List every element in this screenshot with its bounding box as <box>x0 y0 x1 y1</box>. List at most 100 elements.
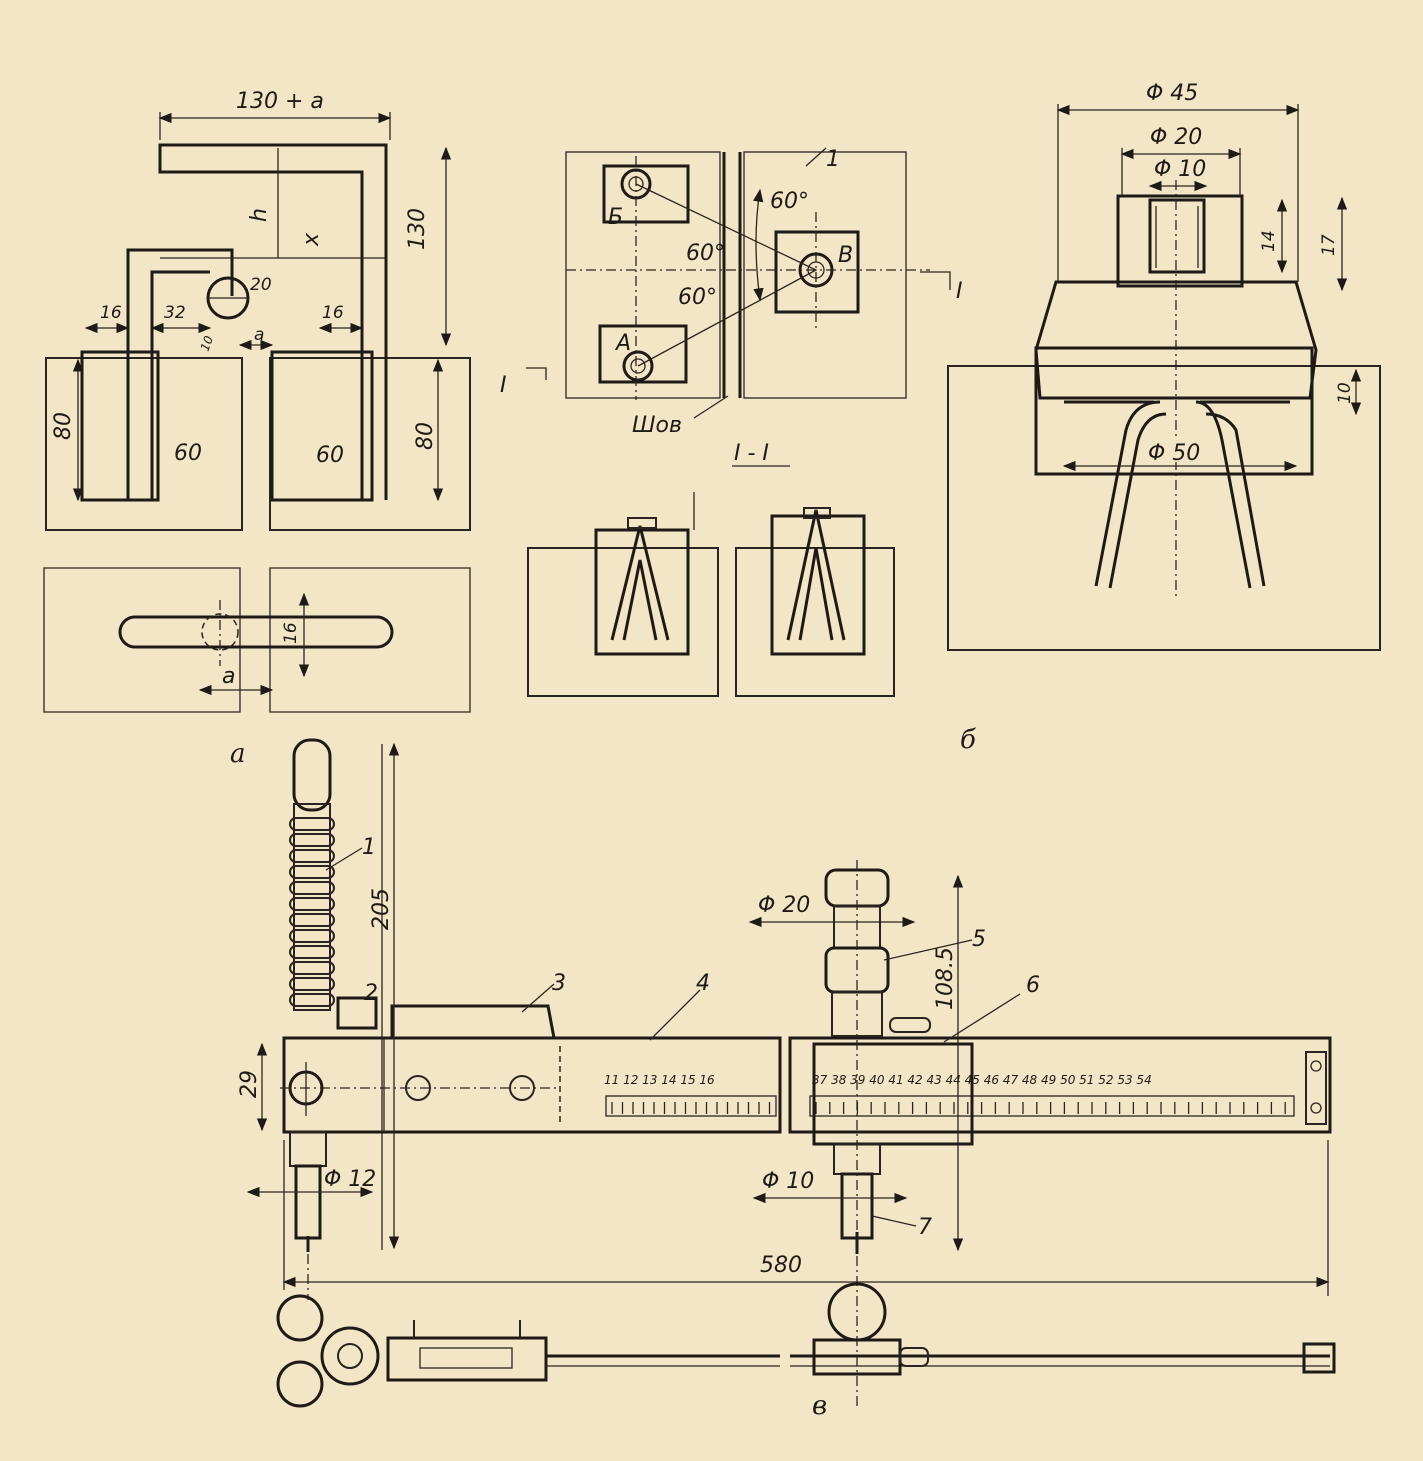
part-label-6: 6 <box>1026 973 1040 998</box>
screw-thread-ring <box>289 849 335 863</box>
top-view-pivot <box>320 1326 380 1386</box>
base-plate <box>1034 280 1318 400</box>
label-b-upper: Б <box>608 205 623 230</box>
plan-slot <box>118 615 394 649</box>
caption-b: б <box>960 725 976 755</box>
angle-60-low: 60° <box>678 285 717 310</box>
part-label-7: 7 <box>918 1215 932 1240</box>
plan-outline-left <box>43 567 241 713</box>
part-2-block <box>336 996 378 1030</box>
dim-32: 32 <box>164 303 186 323</box>
mark-1: 1 <box>826 147 840 172</box>
dim-x: x <box>299 232 324 247</box>
label-v: В <box>838 243 853 268</box>
anchor-rod-left <box>1094 400 1167 589</box>
ruler-right <box>788 1036 1332 1134</box>
part-label-4: 4 <box>696 971 710 996</box>
section-mark-right: I <box>956 279 963 304</box>
dim-205: 205 <box>369 888 394 930</box>
scale-right-labels: 37 38 39 40 41 42 43 44 45 46 47 48 49 5… <box>812 1073 1152 1087</box>
anchor-block-a <box>598 324 688 384</box>
dim-phi-50: Φ 50 <box>1148 441 1200 466</box>
screw-thread-ring <box>289 961 335 975</box>
part-6-slider <box>812 1042 974 1146</box>
dim-phi-10: Φ 10 <box>1154 157 1206 182</box>
dim-108-5: 108.5 <box>933 947 958 1010</box>
dim-10-side: 10 <box>1335 382 1355 404</box>
dim-16-plan: 16 <box>281 622 301 644</box>
pocket-right <box>270 350 374 502</box>
dim-60-left: 60 <box>174 441 202 466</box>
screw-rod-1 <box>293 803 331 1011</box>
scale-left-labels: 11 12 13 14 15 16 <box>604 1073 715 1087</box>
screw-thread-ring <box>289 993 335 1007</box>
part-label-1: 1 <box>362 835 376 860</box>
plate-left <box>565 151 721 399</box>
screw-thread-ring <box>289 977 335 991</box>
section-block-left <box>527 547 719 697</box>
dim-16-left: 16 <box>100 303 122 323</box>
dim-phi-20-v: Φ 20 <box>758 893 810 918</box>
dim-16-right: 16 <box>322 303 344 323</box>
plate-right <box>743 151 907 399</box>
dim-80-left: 80 <box>51 412 76 440</box>
dim-130: 130 <box>405 208 430 250</box>
scale-right <box>809 1095 1295 1117</box>
figure-b-detail: Φ 45 Φ 20 Φ 10 14 17 10 Φ 50 <box>947 81 1381 651</box>
dim-phi-10-v: Φ 10 <box>762 1169 814 1194</box>
dim-a-top: a <box>254 325 264 345</box>
angle-60-top: 60° <box>770 189 809 214</box>
screw-thread-ring <box>289 929 335 943</box>
ruler-left <box>282 1036 782 1134</box>
threaded-hole <box>1148 198 1206 274</box>
dim-130-plus-a: 130 + a <box>236 89 324 114</box>
screw-thread-ring <box>289 945 335 959</box>
anchor-block-v <box>774 230 860 314</box>
left-spindle <box>294 1164 322 1240</box>
dim-20: 20 <box>250 275 272 295</box>
handle-knob <box>292 738 332 812</box>
part-label-5: 5 <box>972 927 986 952</box>
dim-580: 580 <box>760 1253 802 1278</box>
screw-thread-ring <box>289 865 335 879</box>
figure-a: 130 + a 130 h x 20 16 32 16 a 10 80 60 6… <box>43 89 471 769</box>
dim-60-right: 60 <box>316 443 344 468</box>
weld-label: Шов <box>632 413 682 438</box>
grout-pocket <box>1034 346 1314 476</box>
screw-thread-ring <box>289 881 335 895</box>
anchor-rod-left <box>126 248 234 500</box>
concrete-block-left <box>45 357 243 531</box>
dim-phi-12: Φ 12 <box>324 1167 376 1192</box>
screw-thread-ring <box>289 897 335 911</box>
anchor-block-b <box>602 164 690 224</box>
part-3-bracket <box>390 1004 556 1040</box>
caption-v: в <box>812 1391 827 1421</box>
dim-17: 17 <box>1319 234 1339 256</box>
top-view-knob <box>276 1294 324 1342</box>
anchor-rod-right <box>1195 400 1266 589</box>
figure-b: Б В А 60° 60° 60° I I Шов 1 I - I б <box>500 147 976 755</box>
caption-a: а <box>230 739 246 769</box>
dim-29: 29 <box>237 1070 262 1098</box>
dim-10: 10 <box>198 334 217 353</box>
screw-thread-ring <box>289 817 335 831</box>
section-mark-left: I <box>500 373 507 398</box>
pocket-left <box>80 350 160 502</box>
scale-left <box>605 1095 777 1117</box>
anchor-rod-right <box>158 143 388 500</box>
part-label-2: 2 <box>364 981 378 1006</box>
screw-thread-ring <box>289 833 335 847</box>
label-a-lower: А <box>614 331 631 356</box>
boss <box>1116 194 1244 288</box>
plan-outline-right <box>269 567 471 713</box>
angle-60-mid: 60° <box>686 241 725 266</box>
concrete-base <box>947 365 1381 651</box>
dim-a-plan: a <box>222 664 235 689</box>
section-title: I - I <box>734 441 769 466</box>
dim-14: 14 <box>1259 230 1279 252</box>
dim-phi-45: Φ 45 <box>1146 81 1198 106</box>
dim-80-right: 80 <box>413 422 438 450</box>
figure-v: 11 12 13 14 15 16 37 38 39 40 41 42 43 4… <box>237 738 1336 1421</box>
